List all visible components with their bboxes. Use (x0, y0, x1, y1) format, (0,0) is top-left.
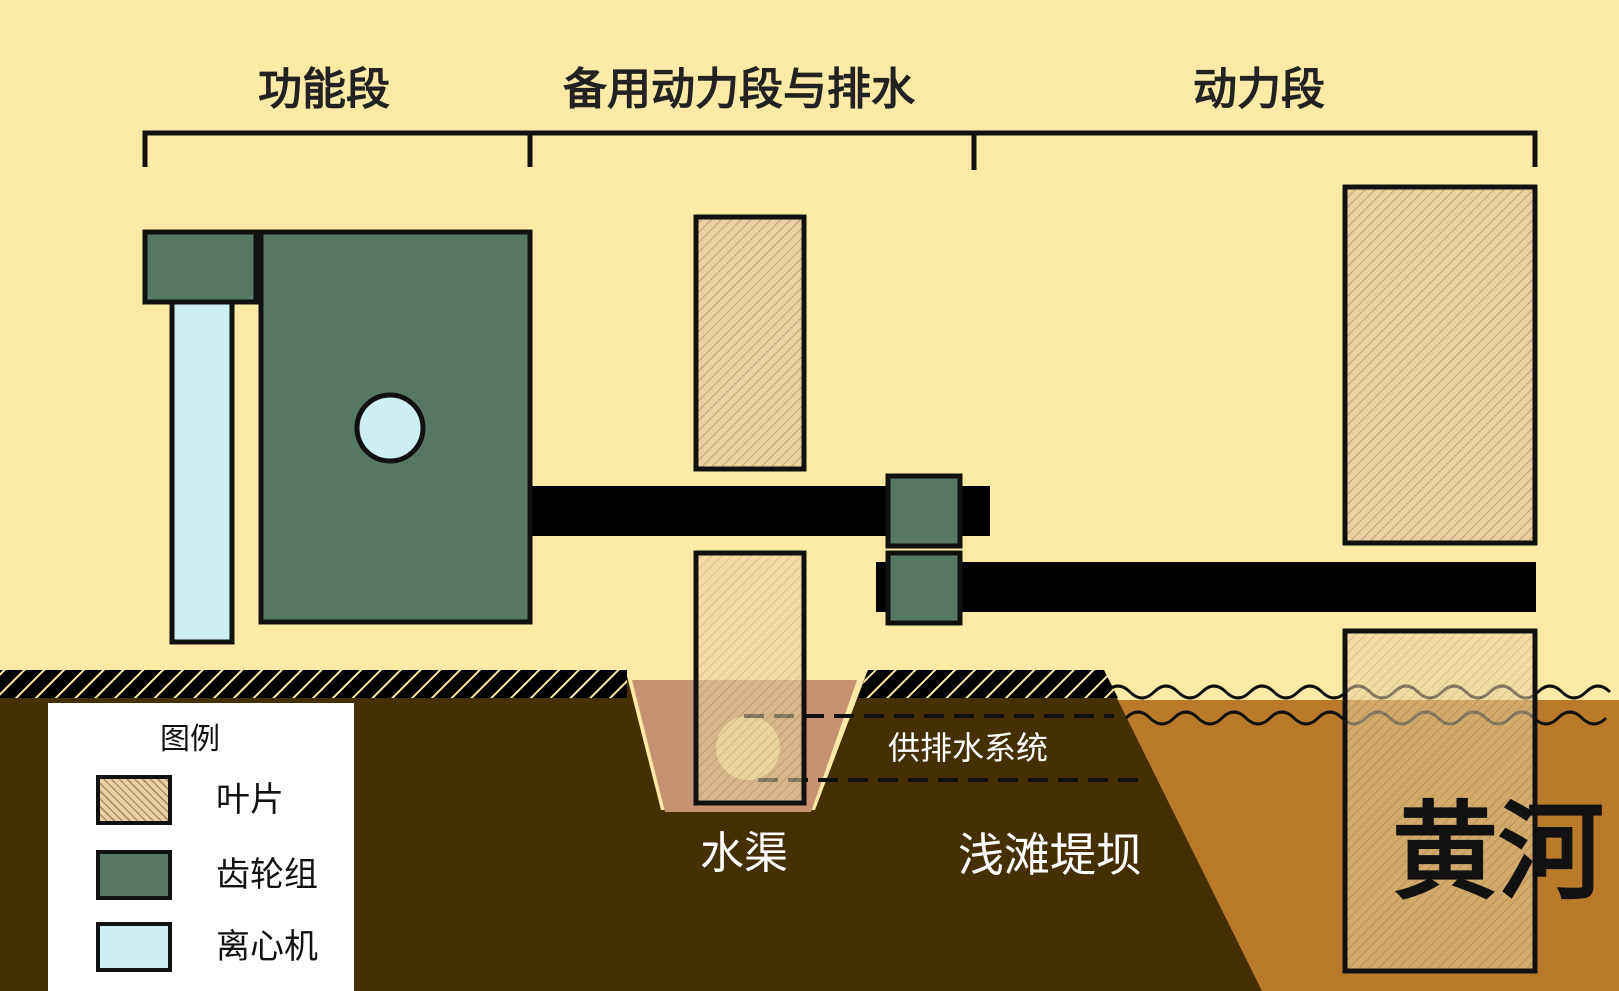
ground-surface-hatch-right (858, 670, 1118, 698)
blade-backup-lower (693, 550, 807, 806)
bracket-functional (142, 130, 533, 167)
legend-label-centrifuge: 离心机 (216, 927, 318, 967)
gear-small (142, 229, 259, 305)
centrifuge (169, 299, 235, 645)
legend-blade-swatch (96, 775, 172, 825)
label-channel: 水渠 (700, 828, 788, 879)
blade-backup-upper (693, 214, 807, 472)
blade-power-lower (1342, 628, 1538, 974)
legend: 图例 叶片 齿轮组 离心机 (48, 703, 354, 991)
bracket-power (974, 130, 1538, 167)
ground-surface-hatch-left (0, 670, 627, 698)
section-title-backup: 备用动力段与排水 (563, 64, 915, 115)
connector-gear-lower (885, 550, 963, 626)
connector-gear-upper (885, 473, 963, 549)
legend-label-gear: 齿轮组 (216, 855, 318, 895)
label-river: 黄河 (1392, 791, 1604, 914)
lower-shaft (876, 562, 1536, 612)
legend-gear-swatch (96, 850, 172, 900)
legend-centrifuge-swatch (96, 922, 172, 972)
label-shoal-dam: 浅滩堤坝 (958, 828, 1142, 882)
legend-title: 图例 (160, 722, 220, 757)
blade-power-upper (1342, 184, 1538, 546)
gear-center-hole (354, 392, 426, 464)
section-title-power: 动力段 (1193, 64, 1325, 115)
section-title-functional: 功能段 (258, 64, 390, 115)
label-drainage-system: 供排水系统 (888, 729, 1049, 767)
legend-label-blade: 叶片 (216, 780, 284, 820)
